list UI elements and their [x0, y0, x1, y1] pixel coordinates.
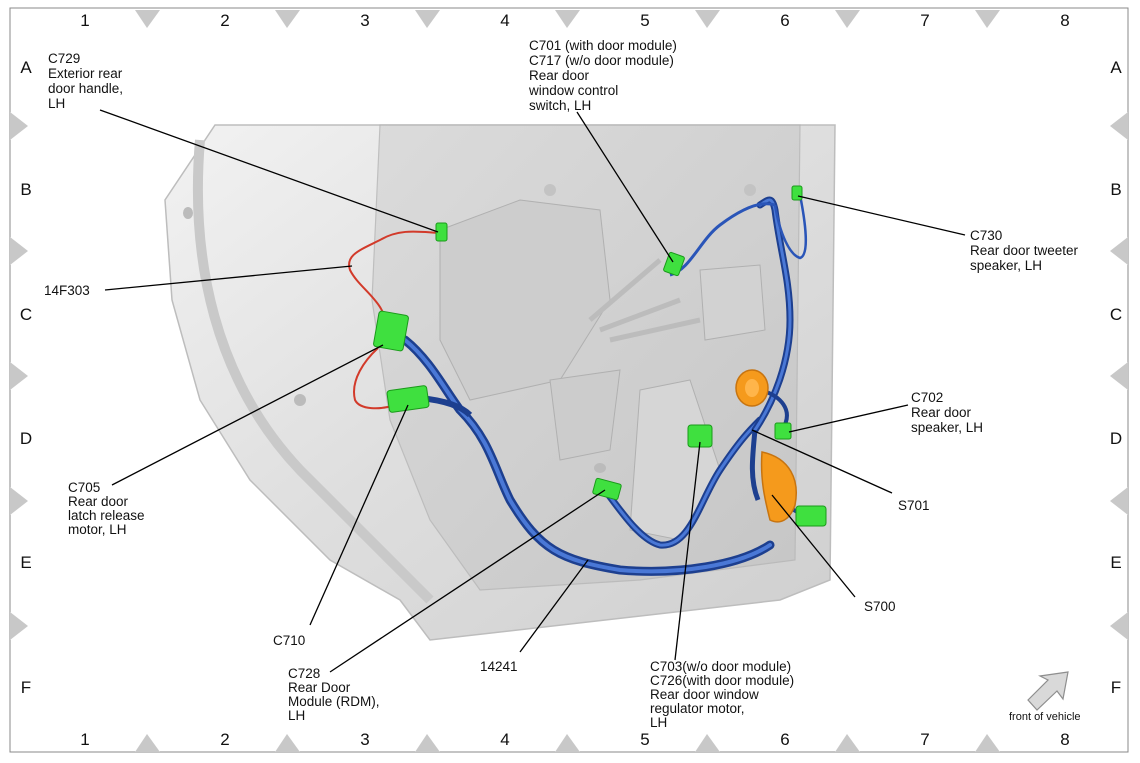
callout-c728: C728 Rear Door Module (RDM), LH — [288, 666, 383, 723]
grid-col-4: 4 — [500, 11, 509, 30]
grid-row-a-right: A — [1110, 58, 1122, 77]
grid-column-labels-top: 1 2 3 4 5 6 7 8 — [80, 11, 1069, 30]
grid-row-e: E — [20, 553, 31, 572]
grid-row-b: B — [20, 180, 31, 199]
grid-col-1: 1 — [80, 11, 89, 30]
grommets — [735, 369, 797, 523]
grid-col-7: 7 — [920, 11, 929, 30]
grid-row-d: D — [20, 429, 32, 448]
callout-c701: C701 (with door module) C717 (w/o door m… — [528, 38, 681, 113]
grid-col-1-bottom: 1 — [80, 730, 89, 749]
arrow-icon — [1027, 671, 1069, 711]
callout-s700: S700 — [864, 599, 896, 614]
leader-lines — [99, 109, 966, 673]
grommet-lower — [760, 451, 797, 523]
front-of-vehicle-indicator: front of vehicle — [1009, 671, 1081, 723]
callout-c730: C730 Rear door tweeter speaker, LH — [970, 228, 1082, 273]
connector-c729 — [435, 222, 448, 242]
grid-col-8: 8 — [1060, 11, 1069, 30]
connector-c701 — [663, 251, 685, 277]
grid-row-f: F — [21, 678, 31, 697]
callout-c702: C702 Rear door speaker, LH — [911, 390, 983, 435]
grid-row-labels-right: A B C D E F — [1110, 58, 1122, 697]
grid-col-6: 6 — [780, 11, 789, 30]
callout-c729: C729 Exterior rear door handle, LH — [48, 51, 127, 111]
grid-markers — [10, 10, 1128, 752]
callout-14f303: 14F303 — [44, 283, 90, 298]
callout-14241: 14241 — [480, 659, 518, 674]
grid-col-5: 5 — [640, 11, 649, 30]
connector-c702 — [774, 422, 792, 440]
connector-c730 — [791, 185, 803, 201]
connectors — [373, 185, 827, 527]
grid-col-8-bottom: 8 — [1060, 730, 1069, 749]
front-of-vehicle-label: front of vehicle — [1009, 711, 1081, 723]
callout-s701: S701 — [898, 498, 930, 513]
grid-row-e-right: E — [1110, 553, 1121, 572]
connector-lower-right — [795, 505, 827, 527]
grid-col-6-bottom: 6 — [780, 730, 789, 749]
grid-col-2: 2 — [220, 11, 229, 30]
grid-row-c: C — [20, 305, 32, 324]
grid-column-labels-bottom: 1 2 3 4 5 6 7 8 — [80, 730, 1069, 749]
callout-c710: C710 — [273, 633, 305, 648]
grid-row-f-right: F — [1111, 678, 1121, 697]
grid-row-labels-left: A B C D E F — [20, 58, 32, 697]
grid-col-3-bottom: 3 — [360, 730, 369, 749]
grid-row-d-right: D — [1110, 429, 1122, 448]
grid-col-2-bottom: 2 — [220, 730, 229, 749]
grid-row-a: A — [20, 58, 32, 77]
grid-row-b-right: B — [1110, 180, 1121, 199]
connector-c705 — [373, 310, 409, 352]
callout-c703: C703(w/o door module) C726(with door mod… — [650, 659, 798, 730]
grid-col-4-bottom: 4 — [500, 730, 509, 749]
grid-col-3: 3 — [360, 11, 369, 30]
connector-c710 — [386, 385, 430, 413]
callout-c705: C705 Rear door latch release motor, LH — [68, 480, 148, 537]
grid-col-7-bottom: 7 — [920, 730, 929, 749]
grid-row-c-right: C — [1110, 305, 1122, 324]
grid-col-5-bottom: 5 — [640, 730, 649, 749]
red-wire — [348, 230, 441, 410]
connector-c728 — [592, 477, 622, 501]
